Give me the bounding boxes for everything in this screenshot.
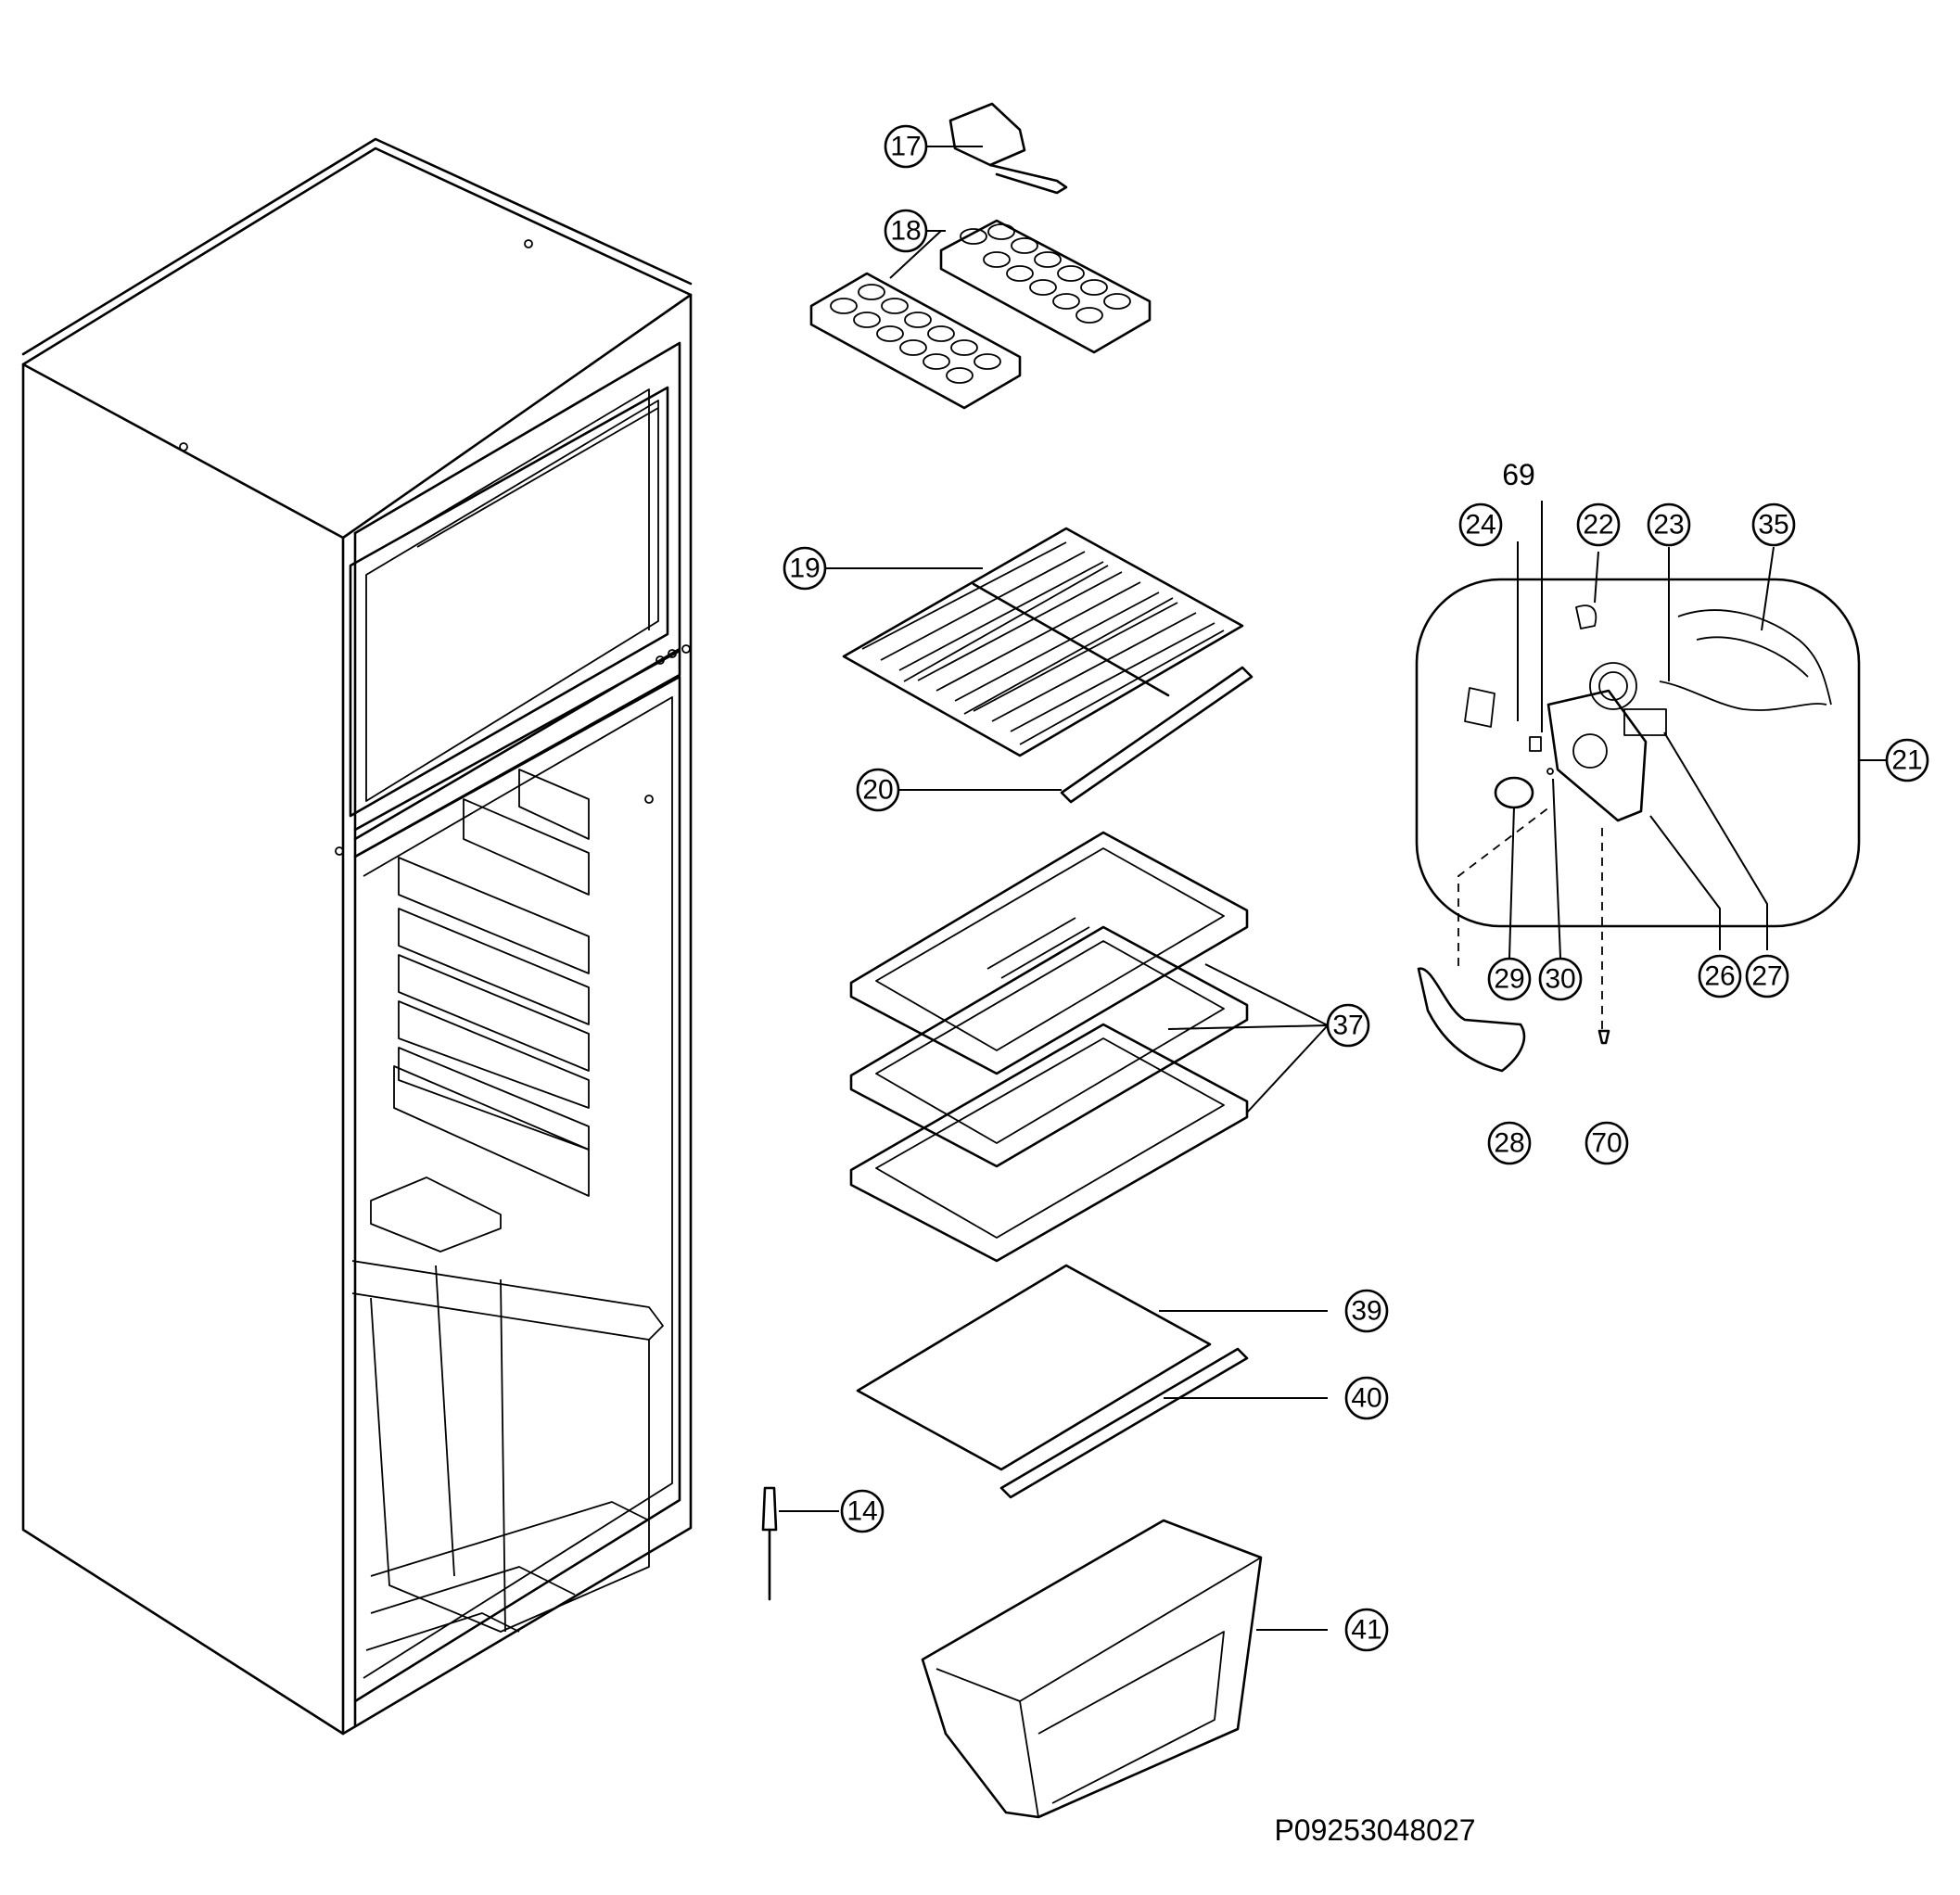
callout-22: 22 [1576, 502, 1621, 547]
shelf-trim-part [1060, 666, 1254, 804]
svg-text:22: 22 [1583, 510, 1613, 541]
assembly-lines [1457, 806, 1603, 1029]
svg-text:30: 30 [1545, 964, 1575, 995]
svg-text:70: 70 [1591, 1128, 1622, 1159]
glass-shelf-part [849, 831, 1249, 1263]
crisper-cover-part [856, 1264, 1212, 1471]
svg-text:29: 29 [1494, 964, 1524, 995]
leader-lines [779, 146, 1907, 1631]
callout-40: 40 [1344, 1376, 1389, 1420]
callout-30: 30 [1538, 957, 1583, 1001]
callout-70: 70 [1585, 1121, 1629, 1165]
cover-trim-part [999, 1347, 1249, 1499]
svg-text:37: 37 [1332, 1011, 1363, 1041]
svg-text:18: 18 [890, 216, 921, 247]
svg-text:26: 26 [1704, 961, 1735, 992]
callout-21: 21 [1885, 738, 1929, 782]
crisper-drawer-part [921, 1519, 1263, 1819]
svg-text:17: 17 [890, 132, 921, 162]
callout-29: 29 [1487, 957, 1532, 1001]
svg-text:39: 39 [1351, 1296, 1381, 1327]
screw-part [1597, 1029, 1610, 1045]
svg-text:41: 41 [1351, 1615, 1381, 1646]
callout-14: 14 [840, 1489, 885, 1533]
svg-text:28: 28 [1494, 1128, 1524, 1159]
pin-part [761, 1486, 778, 1601]
svg-text:35: 35 [1758, 510, 1788, 541]
callout-24: 24 [1458, 502, 1503, 547]
callout-35: 35 [1751, 502, 1796, 547]
callout-19: 19 [783, 546, 827, 591]
svg-text:23: 23 [1653, 510, 1684, 541]
callout-17: 17 [884, 124, 928, 169]
callout-39: 39 [1344, 1289, 1389, 1333]
svg-text:40: 40 [1351, 1383, 1381, 1414]
svg-text:21: 21 [1891, 745, 1922, 776]
svg-text:20: 20 [862, 775, 893, 806]
callout-37: 37 [1326, 1003, 1370, 1048]
callout-23: 23 [1647, 502, 1691, 547]
svg-text:27: 27 [1751, 961, 1782, 992]
drawing-number: P09253048027 [1274, 1813, 1475, 1847]
lamp-cover-part [1417, 967, 1526, 1073]
callout-18: 18 [884, 209, 928, 253]
ice-scoop-part [948, 102, 1068, 195]
callout-26: 26 [1698, 954, 1742, 998]
wire-shelf-part [842, 527, 1244, 757]
svg-text:19: 19 [789, 553, 820, 584]
control-assembly-part [1415, 578, 1861, 928]
svg-text:14: 14 [846, 1496, 877, 1527]
ice-tray-part [809, 219, 1152, 410]
callout-28: 28 [1487, 1121, 1532, 1165]
callout-27: 27 [1745, 954, 1789, 998]
svg-text:24: 24 [1465, 510, 1495, 541]
label-69: 69 [1502, 458, 1535, 491]
callout-41: 41 [1344, 1608, 1389, 1652]
refrigerator-cabinet [21, 137, 693, 1736]
callout-20: 20 [856, 768, 900, 812]
